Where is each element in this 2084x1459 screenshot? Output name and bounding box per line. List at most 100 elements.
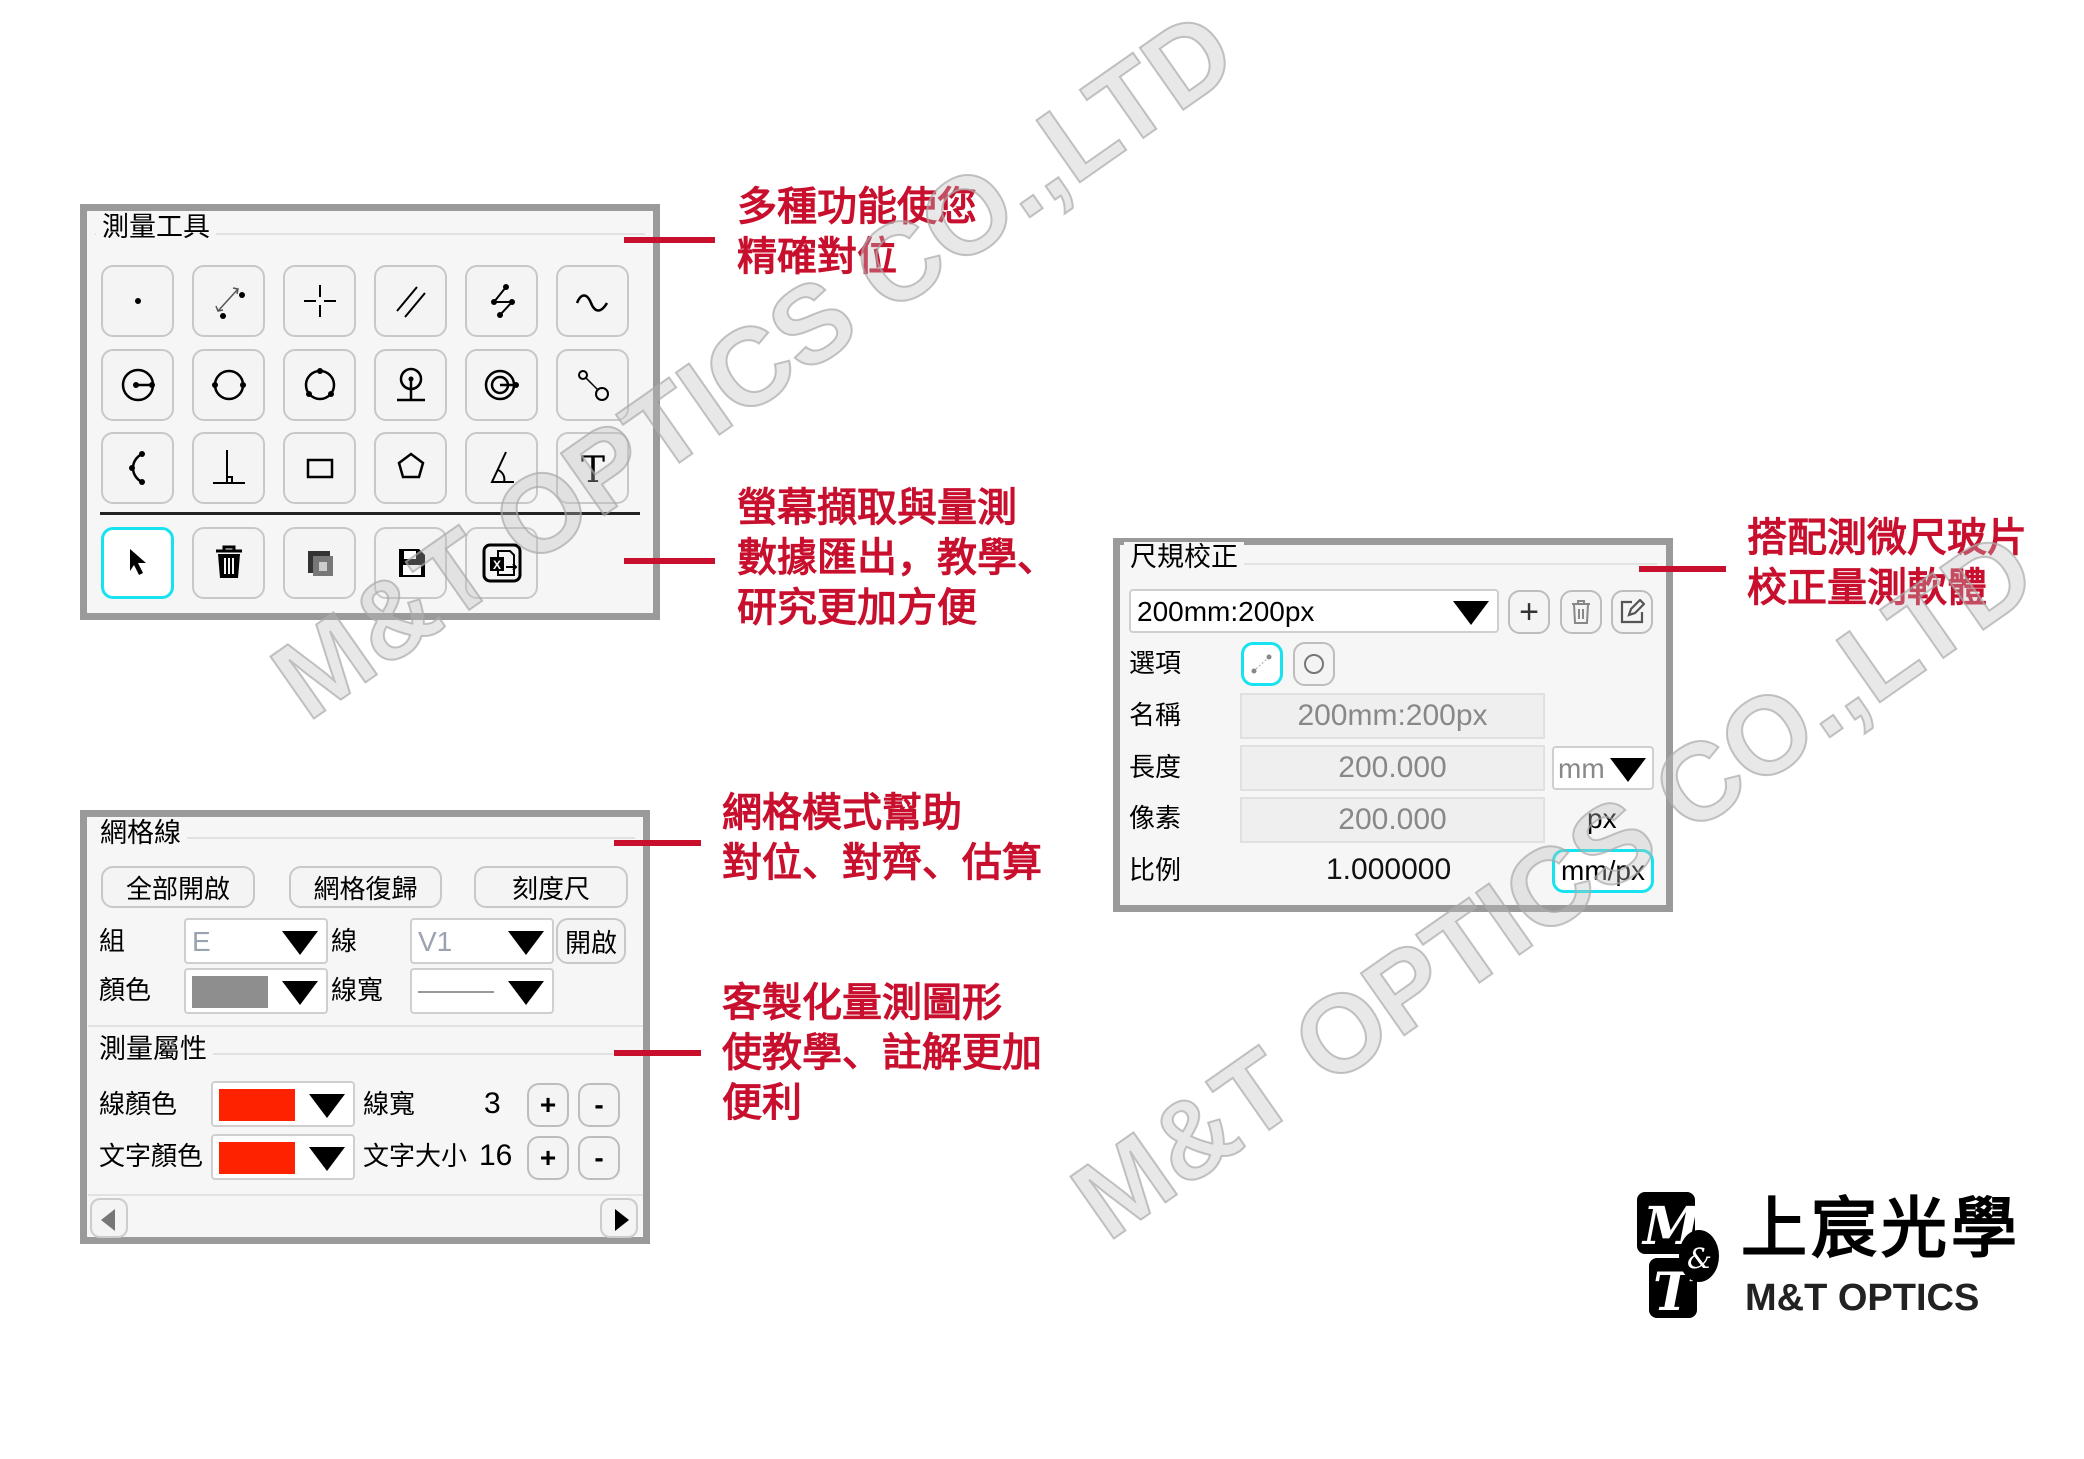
options-label: 選項 — [1129, 649, 1182, 679]
length-field[interactable]: 200.000 — [1240, 745, 1545, 791]
grid-color-select[interactable] — [184, 968, 328, 1014]
unit-value: mm — [1558, 753, 1605, 784]
plus-icon: + — [1519, 592, 1539, 631]
open-line-button[interactable]: 開啟 — [556, 918, 626, 964]
group-label: 組 — [99, 927, 126, 957]
line-width-label: 線寬 — [363, 1090, 416, 1120]
logo-chinese-name: 上宸光學 — [1741, 1189, 2021, 1267]
grid-reset-button[interactable]: 網格復歸 — [289, 866, 442, 908]
circle-distance-tool-button[interactable] — [556, 349, 629, 421]
arc-tool-button[interactable] — [101, 432, 174, 504]
company-logo: M T & 上宸光學 M&T OPTICS — [1633, 1186, 2043, 1322]
circle-two-point-icon — [211, 369, 246, 401]
ruler-button[interactable]: 刻度尺 — [474, 866, 628, 908]
perpendicular-tool-button[interactable] — [192, 432, 265, 504]
pixel-label: 像素 — [1129, 804, 1182, 834]
concentric-circle-tool-button[interactable] — [465, 349, 538, 421]
delete-calibration-button[interactable] — [1560, 590, 1602, 634]
text-size-minus-button[interactable]: - — [578, 1136, 620, 1180]
screenshot-button[interactable] — [283, 527, 356, 599]
angle-tool-button[interactable] — [465, 432, 538, 504]
circle-center-radius-tool-button[interactable] — [101, 349, 174, 421]
svg-text:&: & — [1687, 1242, 1712, 1275]
delete-trash-button[interactable] — [192, 527, 265, 599]
calibration-select[interactable]: 200mm:200px — [1129, 589, 1499, 633]
color-swatch — [192, 976, 268, 1008]
export-excel-icon: X — [482, 543, 521, 583]
grid-width-select[interactable] — [410, 968, 554, 1014]
rectangle-tool-button[interactable] — [283, 432, 356, 504]
option-two-point-button[interactable] — [1241, 642, 1283, 686]
export-excel-button[interactable]: X — [465, 527, 538, 599]
scroll-right-button[interactable] — [600, 1198, 638, 1238]
polyline-tool-button[interactable] — [465, 265, 538, 337]
line-width-plus-button[interactable]: + — [527, 1083, 569, 1127]
note-line: 螢幕擷取與量測 — [737, 485, 1017, 531]
note-line: 數據匯出，教學、 — [737, 535, 1057, 581]
select-pointer-button[interactable] — [101, 527, 174, 599]
chevron-down-icon — [309, 1147, 345, 1171]
svg-text:X: X — [492, 558, 500, 572]
feature-note: 網格模式幫助對位、對齊、估算 — [722, 788, 1042, 888]
note-line: 網格模式幫助 — [722, 790, 962, 836]
svg-text:T: T — [580, 450, 604, 491]
name-label: 名稱 — [1129, 701, 1182, 731]
crosshair-tool-button[interactable] — [283, 265, 356, 337]
circle-three-point-tool-button[interactable] — [283, 349, 356, 421]
line-color-select[interactable] — [211, 1081, 355, 1127]
chevron-down-icon — [1453, 601, 1489, 625]
color-label: 顏色 — [99, 976, 152, 1006]
point-icon — [134, 298, 141, 304]
save-button[interactable] — [374, 527, 447, 599]
save-icon — [398, 549, 425, 577]
panel-title: 網格線 — [94, 818, 187, 850]
two-point-distance-icon — [214, 287, 245, 319]
chevron-down-icon — [1610, 758, 1646, 782]
parallel-lines-tool-button[interactable] — [374, 265, 447, 337]
line-width-minus-button[interactable]: - — [578, 1083, 620, 1127]
text-size-label: 文字大小 — [363, 1142, 468, 1172]
chevron-down-icon — [309, 1094, 345, 1118]
group-select[interactable]: E — [184, 918, 328, 964]
arrow-right-icon — [615, 1209, 629, 1231]
line-value: V1 — [418, 926, 453, 957]
line-select[interactable]: V1 — [410, 918, 554, 964]
name-field[interactable]: 200mm:200px — [1240, 693, 1545, 739]
arrow-left-icon — [101, 1209, 115, 1231]
note-line: 便利 — [722, 1080, 802, 1126]
ratio-value: 1.000000 — [1326, 853, 1452, 886]
scroll-left-button[interactable] — [90, 1198, 128, 1238]
add-calibration-button[interactable]: + — [1508, 590, 1550, 634]
ratio-unit-button[interactable]: mm/px — [1552, 849, 1654, 893]
point-to-line-tool-button[interactable] — [374, 349, 447, 421]
chevron-down-icon — [282, 931, 318, 955]
point-tool-button[interactable] — [101, 265, 174, 337]
polygon-tool-button[interactable] — [374, 432, 447, 504]
circle-center-radius-icon — [121, 368, 155, 402]
text-icon: T — [580, 450, 604, 491]
angle-icon — [489, 451, 514, 483]
edit-calibration-button[interactable] — [1611, 590, 1653, 634]
perpendicular-icon — [212, 450, 245, 484]
option-circle-button[interactable] — [1293, 642, 1335, 686]
note-line: 搭配測微尺玻片 — [1747, 515, 2027, 561]
feature-note: 螢幕擷取與量測數據匯出，教學、研究更加方便 — [737, 483, 1057, 633]
screenshot-icon — [307, 551, 333, 576]
text-tool-button[interactable]: T — [556, 432, 629, 504]
curve-tool-button[interactable] — [556, 265, 629, 337]
pixel-unit: px — [1587, 803, 1617, 834]
point-to-line-icon — [396, 367, 425, 402]
text-size-plus-button[interactable]: + — [527, 1136, 569, 1180]
polyline-icon — [490, 284, 515, 318]
note-line: 使教學、註解更加 — [722, 1030, 1042, 1076]
circle-two-point-tool-button[interactable] — [192, 349, 265, 421]
section-title: 測量屬性 — [93, 1034, 213, 1066]
line-width-value: 3 — [484, 1087, 501, 1120]
note-line: 研究更加方便 — [737, 585, 977, 631]
length-unit-select[interactable]: mm — [1552, 746, 1654, 790]
pixel-field[interactable]: 200.000 — [1240, 797, 1545, 843]
open-all-button[interactable]: 全部開啟 — [101, 866, 255, 908]
two-point-distance-tool-button[interactable] — [192, 265, 265, 337]
two-point-icon — [1251, 654, 1272, 674]
text-color-select[interactable] — [211, 1134, 355, 1180]
